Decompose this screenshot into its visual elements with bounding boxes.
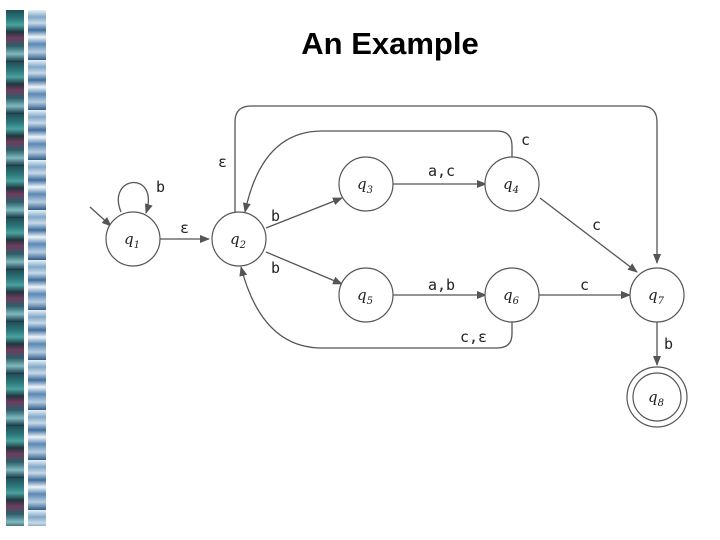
edge-q6-q2 [239,266,513,349]
state-subscript: 4 [512,185,519,196]
start-arrow [89,206,112,227]
edge-q4-q7 [539,197,638,273]
decorative-strip-left [6,10,24,526]
decorative-strip-right [28,10,46,526]
states: q1 q2 q3 q4 q5 q6 q7 q8 [105,156,688,428]
svg-text:q3: q3 [357,175,373,196]
state-subscript: 8 [658,398,664,409]
state-q7: q7 [629,267,685,323]
state-subscript: 2 [239,240,246,251]
state-q1: q1 [105,211,161,267]
label-q2-q3: b [271,207,280,225]
state-subscript: 6 [513,296,520,307]
edge-q2-q5 [265,251,343,285]
state-q2: q2 [211,211,267,267]
state-q3: q3 [338,156,394,212]
state-subscript: 7 [658,296,665,307]
state-q4: q4 [484,156,540,212]
state-name: q [503,175,513,193]
state-name: q [230,230,240,248]
decorative-side-strip [6,10,46,526]
label-q5-q6: a,b [428,276,455,294]
transitions [89,105,661,366]
state-q6: q6 [484,267,540,323]
state-q8-accepting: q8 [626,366,688,428]
svg-text:q5: q5 [357,286,373,307]
label-q4-q7: c [592,216,601,234]
state-subscript: 1 [134,240,140,251]
state-subscript: 3 [367,185,373,196]
label-q2-q5: b [271,259,280,277]
svg-text:q8: q8 [648,388,664,409]
label-q6-q2: c,ε [460,328,487,346]
page-title: An Example [301,26,479,61]
state-subscript: 5 [367,296,373,307]
label-q7-q8: b [664,335,673,353]
svg-text:q7: q7 [648,286,665,307]
edge-q1-q1 [117,181,153,214]
label-q1-q2: ε [180,219,189,237]
edge-q2-q7 [234,105,661,264]
state-name: q [648,388,658,406]
edge-q2-q3 [265,197,343,229]
state-name: q [357,286,367,304]
state-name: q [357,175,367,193]
state-name: q [124,230,134,248]
state-name: q [503,286,513,304]
label-q4-q2: c [521,131,530,149]
svg-text:q1: q1 [124,230,140,251]
label-q1-q1: b [156,178,165,196]
svg-text:q6: q6 [503,286,520,307]
transition-labels: b ε ε b b a,c c c a,b c c,ε b [156,131,673,353]
label-q6-q7: c [580,276,589,294]
label-q2-q7: ε [218,153,227,171]
state-q5: q5 [338,267,394,323]
edge-q4-q2 [242,130,513,213]
svg-text:q4: q4 [503,175,519,196]
label-q3-q4: a,c [428,162,455,180]
svg-text:q2: q2 [230,230,246,251]
state-name: q [648,286,658,304]
